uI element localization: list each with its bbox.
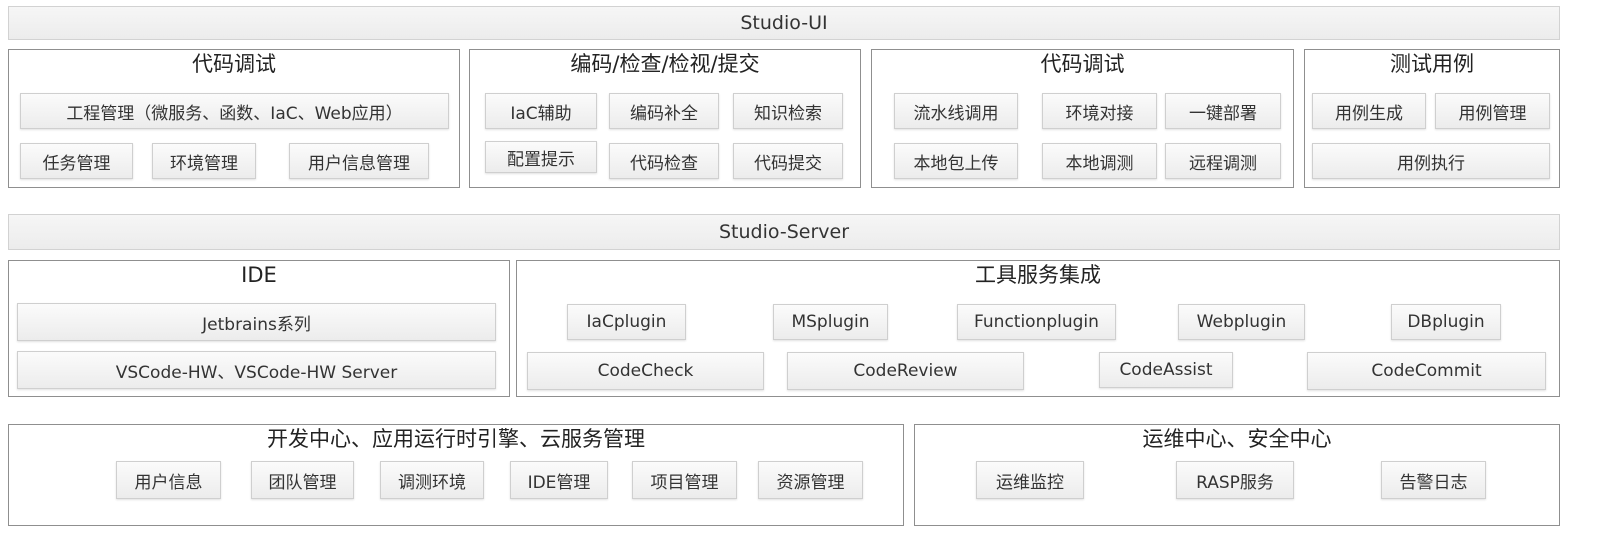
box-task-management[interactable]: 任务管理	[20, 143, 133, 179]
box-user-info-management[interactable]: 用户信息管理	[289, 143, 429, 179]
box-one-click-deploy[interactable]: 一键部署	[1165, 93, 1281, 129]
box-env-management[interactable]: 环境管理	[152, 143, 256, 179]
panel-title: 运维中心、安全中心	[1142, 427, 1332, 451]
box-rasp-service[interactable]: RASP服务	[1176, 461, 1294, 499]
box-vscode-hw[interactable]: VSCode-HW、VSCode-HW Server	[17, 351, 496, 389]
box-code-check[interactable]: 代码检查	[609, 143, 719, 179]
studio-server-label: Studio-Server	[718, 221, 850, 243]
panel-coding: 编码/检查/检视/提交 IaC辅助 编码补全 知识检索 配置提示 代码检查 代码…	[469, 49, 861, 188]
panel-title: 代码调试	[1040, 52, 1125, 76]
box-case-execution[interactable]: 用例执行	[1312, 143, 1550, 179]
box-webplugin[interactable]: Webplugin	[1178, 304, 1305, 340]
box-jetbrains[interactable]: Jetbrains系列	[17, 303, 496, 341]
panel-title: 工具服务集成	[975, 263, 1101, 287]
box-codeassist[interactable]: CodeAssist	[1099, 352, 1233, 388]
box-alarm-log[interactable]: 告警日志	[1381, 461, 1486, 499]
panel-title: 编码/检查/检视/提交	[570, 52, 760, 76]
box-code-completion[interactable]: 编码补全	[609, 93, 719, 129]
studio-server-bar: Studio-Server	[8, 214, 1560, 250]
panel-title: 代码调试	[192, 52, 276, 76]
panel-test-cases: 测试用例 用例生成 用例管理 用例执行	[1304, 49, 1560, 188]
panel-title: IDE	[241, 263, 277, 287]
box-project-mgmt[interactable]: 项目管理	[632, 461, 737, 499]
studio-ui-label: Studio-UI	[740, 12, 828, 34]
panel-ops-security: 运维中心、安全中心 运维监控 RASP服务 告警日志	[914, 424, 1560, 526]
box-config-hint[interactable]: 配置提示	[485, 141, 597, 173]
panel-code-debug-2: 代码调试 流水线调用 环境对接 一键部署 本地包上传 本地调测 远程调测	[871, 49, 1294, 188]
panel-title: 开发中心、应用运行时引擎、云服务管理	[267, 427, 645, 451]
panel-dev-center: 开发中心、应用运行时引擎、云服务管理 用户信息 团队管理 调测环境 IDE管理 …	[8, 424, 904, 526]
box-pipeline-call[interactable]: 流水线调用	[894, 93, 1018, 129]
box-codecheck[interactable]: CodeCheck	[527, 352, 764, 390]
box-codereview[interactable]: CodeReview	[787, 352, 1024, 390]
box-remote-debug[interactable]: 远程调测	[1165, 143, 1281, 179]
box-knowledge-search[interactable]: 知识检索	[733, 93, 843, 129]
box-user-info[interactable]: 用户信息	[116, 461, 221, 499]
box-msplugin[interactable]: MSplugin	[773, 304, 888, 340]
panel-tool-integration: 工具服务集成 IaCplugin MSplugin Functionplugin…	[516, 260, 1560, 397]
box-iacplugin[interactable]: IaCplugin	[567, 304, 686, 340]
box-env-connect[interactable]: 环境对接	[1042, 93, 1157, 129]
box-case-generation[interactable]: 用例生成	[1312, 93, 1426, 129]
box-ops-monitoring[interactable]: 运维监控	[976, 461, 1084, 499]
box-case-management[interactable]: 用例管理	[1435, 93, 1550, 129]
box-resource-management[interactable]: 资源管理	[758, 461, 863, 499]
box-code-commit[interactable]: 代码提交	[733, 143, 843, 179]
panel-ide: IDE Jetbrains系列 VSCode-HW、VSCode-HW Serv…	[8, 260, 510, 397]
box-codecommit[interactable]: CodeCommit	[1307, 352, 1546, 390]
box-iac-assist[interactable]: IaC辅助	[485, 93, 597, 129]
studio-ui-bar: Studio-UI	[8, 6, 1560, 40]
box-team-management[interactable]: 团队管理	[251, 461, 354, 499]
box-functionplugin[interactable]: Functionplugin	[957, 304, 1116, 340]
panel-code-debug-1: 代码调试 工程管理（微服务、函数、IaC、Web应用） 任务管理 环境管理 用户…	[8, 49, 460, 188]
box-local-debug[interactable]: 本地调测	[1042, 143, 1157, 179]
box-project-management[interactable]: 工程管理（微服务、函数、IaC、Web应用）	[20, 93, 449, 129]
box-local-package-upload[interactable]: 本地包上传	[894, 143, 1018, 179]
panel-title: 测试用例	[1390, 52, 1474, 76]
box-dbplugin[interactable]: DBplugin	[1391, 304, 1501, 340]
box-debug-env[interactable]: 调测环境	[380, 461, 484, 499]
box-ide-management[interactable]: IDE管理	[510, 461, 608, 499]
